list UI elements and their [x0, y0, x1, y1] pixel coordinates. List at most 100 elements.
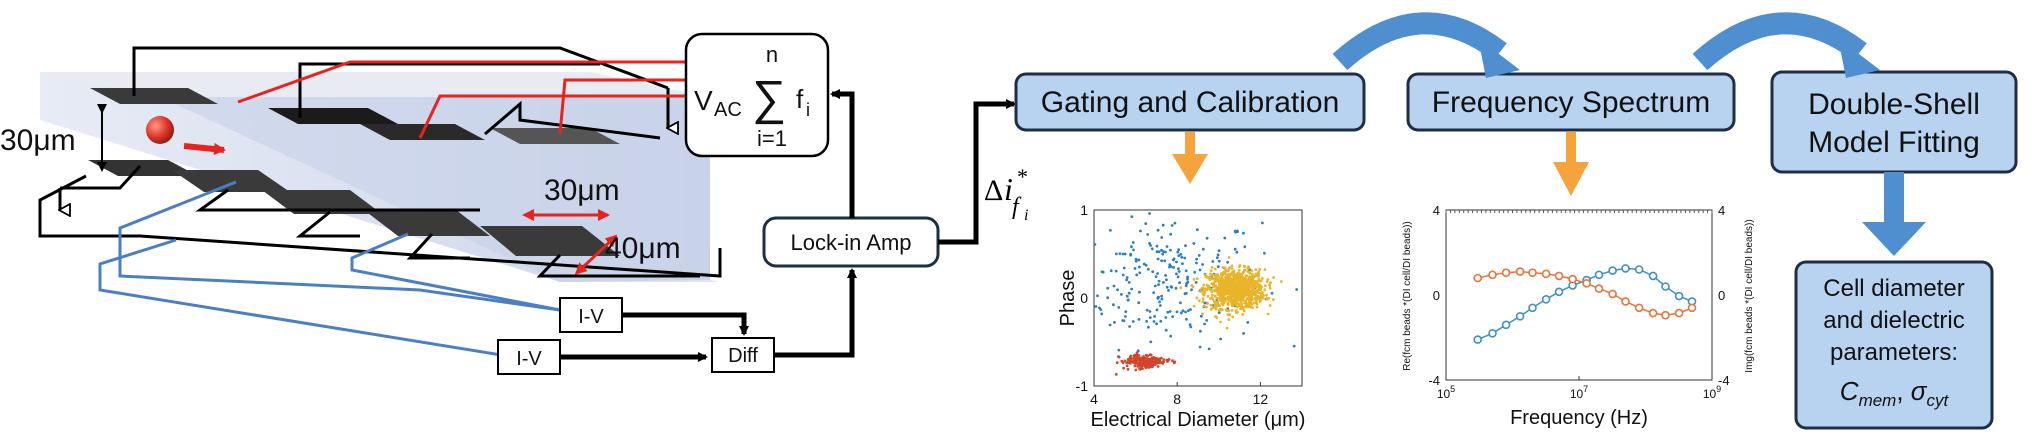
- spectrum-point: [1674, 291, 1684, 301]
- scatter-point: [1244, 299, 1248, 303]
- height-label: 30μm: [0, 124, 76, 157]
- scatter-point: [1238, 294, 1242, 298]
- delta-i: i: [1004, 171, 1013, 207]
- frequency-to-spectrum-arrow-head: [1553, 162, 1589, 196]
- bottom-electrode: [88, 160, 198, 176]
- scatter-point: [1152, 320, 1156, 323]
- scatter-point: [1242, 332, 1245, 335]
- scatter-point: [1250, 296, 1254, 299]
- scatter-point: [1265, 293, 1268, 297]
- scatter-point: [1177, 254, 1181, 257]
- scatter-point: [1260, 292, 1263, 295]
- bottom-electrode: [364, 210, 490, 236]
- spectrum-xtick-label: 105: [1437, 384, 1455, 401]
- scatter-point: [1198, 345, 1202, 349]
- scatter-point: [1237, 272, 1241, 276]
- scatter-point: [1225, 287, 1229, 291]
- scatter-point: [1235, 285, 1239, 289]
- scatter-point: [1158, 300, 1161, 304]
- frequency-box: [1406, 72, 1736, 132]
- scatter-point: [1163, 259, 1167, 263]
- scatter-point: [1237, 268, 1241, 272]
- scatter-point: [1241, 286, 1245, 290]
- scatter-point: [1250, 272, 1254, 276]
- scatter-point: [1226, 303, 1230, 307]
- scatter-point: [1123, 252, 1127, 256]
- scatter-point: [1209, 269, 1213, 272]
- scatter-point: [1156, 295, 1160, 299]
- scatter-point: [1172, 266, 1175, 269]
- scatter-point: [1126, 367, 1130, 371]
- scatter-point: [1122, 366, 1125, 370]
- scatter-point: [1134, 361, 1138, 365]
- scatter-point: [1215, 316, 1219, 319]
- spectrum-point: [1608, 266, 1617, 275]
- cell-bead: [146, 116, 174, 144]
- scatter-point: [1160, 297, 1164, 301]
- scatter-point: [1268, 286, 1272, 290]
- scatter-point: [1245, 297, 1249, 300]
- channel-top-face: [40, 72, 710, 97]
- scatter-point: [1211, 277, 1214, 281]
- scatter-point: [1242, 270, 1246, 274]
- scatter-point: [1100, 312, 1104, 316]
- scatter-point: [1259, 295, 1262, 299]
- scatter-point: [1139, 356, 1142, 360]
- scatter-point: [1237, 278, 1241, 282]
- iv-top-label: I-V: [578, 306, 604, 328]
- scatter-point: [1160, 259, 1163, 263]
- scatter-point: [1165, 245, 1169, 248]
- scatter-point: [1101, 270, 1105, 274]
- scatter-point: [1144, 222, 1148, 226]
- scatter-point: [1150, 356, 1154, 360]
- scatter-point: [1200, 314, 1203, 318]
- scatter-point: [1245, 291, 1249, 295]
- scatter-point: [1232, 278, 1236, 282]
- scatter-point: [1120, 359, 1124, 363]
- scatter-point: [1114, 269, 1118, 273]
- scatter-point: [1241, 307, 1245, 311]
- scatter-point: [1183, 256, 1187, 260]
- scatter-point: [1145, 308, 1149, 312]
- scatter-point: [1216, 301, 1220, 305]
- scatter-point: [1234, 282, 1238, 286]
- scatter-point: [1161, 223, 1165, 227]
- scatter-point: [1176, 250, 1180, 254]
- scatter-point: [1249, 298, 1253, 302]
- scatter-point: [1221, 294, 1225, 298]
- frequency-to-spectrum-arrow-shaft: [1566, 132, 1576, 166]
- scatter-point: [1192, 242, 1196, 245]
- gating-to-scatter-arrow-head: [1172, 154, 1208, 184]
- scatter-point: [1225, 269, 1228, 273]
- bottom-electrodes: [88, 160, 620, 256]
- scatter-point: [1135, 351, 1139, 354]
- scatter-point: [1153, 284, 1157, 288]
- iv-top-to-diff-arrow: [622, 312, 749, 336]
- scatter-point: [1211, 293, 1214, 297]
- scatter-point: [1151, 270, 1155, 274]
- scatter-point: [1250, 269, 1254, 272]
- scatter-point: [1181, 262, 1184, 265]
- scatter-point: [1255, 302, 1259, 306]
- scatter-point: [1210, 290, 1214, 294]
- scatter-point: [1223, 298, 1226, 302]
- scatter-point: [1137, 364, 1140, 368]
- scatter-point: [1134, 259, 1138, 263]
- scatter-point: [1253, 301, 1256, 305]
- scatter-point: [1223, 236, 1227, 240]
- scatter-point: [1172, 257, 1176, 261]
- scatter-point: [1181, 309, 1185, 313]
- spectrum-point: [1608, 289, 1617, 299]
- scatter-point: [1148, 365, 1152, 369]
- scatter-point: [1135, 273, 1139, 277]
- scatter-point: [1259, 279, 1263, 283]
- scatter-point: [1258, 283, 1262, 287]
- scatter-point: [1147, 325, 1150, 329]
- scatter-point: [1165, 285, 1169, 289]
- scatter-point: [1265, 297, 1269, 301]
- scatter-point: [1195, 228, 1199, 232]
- scatter-point: [1129, 253, 1132, 257]
- spectrum-point: [1661, 282, 1670, 291]
